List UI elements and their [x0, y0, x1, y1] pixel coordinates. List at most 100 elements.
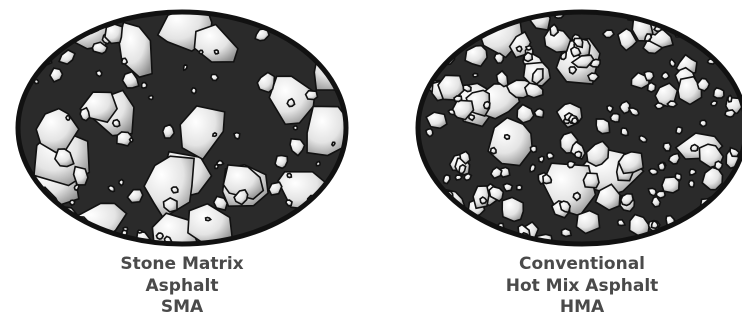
sma-stone — [316, 162, 320, 166]
hma-stone — [439, 219, 453, 237]
hma-cross-section — [412, 6, 742, 250]
hma-stone — [715, 27, 723, 32]
hma-stone — [649, 169, 658, 175]
sma-stone — [184, 65, 187, 70]
hma-stone — [531, 146, 537, 153]
sma-stone — [122, 58, 128, 64]
sma-stone — [156, 233, 163, 239]
hma-stone — [710, 210, 728, 228]
hma-stone — [503, 184, 512, 192]
hma-stone — [675, 173, 681, 180]
hma-stone — [464, 174, 471, 181]
sma-stone — [96, 70, 102, 76]
hma-stone — [426, 184, 437, 196]
sma-stone — [34, 44, 47, 60]
hma-stone — [463, 27, 469, 35]
sma-stone — [275, 156, 287, 169]
hma-stone — [596, 119, 609, 134]
hma-caption-line-2: Hot Mix Asphalt — [412, 276, 742, 298]
sma-stone — [54, 214, 61, 220]
sma-stone — [57, 39, 61, 44]
hma-stone — [729, 50, 735, 57]
hma-stone — [662, 72, 670, 79]
hma-stone — [610, 114, 619, 122]
hma-stone — [652, 221, 659, 228]
sma-stone — [191, 88, 196, 94]
sma-stone — [142, 83, 147, 89]
hma-stone — [711, 101, 717, 106]
sma-stone — [70, 200, 75, 205]
hma-caption-line-3: HMA — [412, 297, 742, 319]
sma-stone — [172, 187, 178, 193]
hma-stone — [667, 101, 677, 107]
hma-stone — [454, 96, 462, 102]
hma-stone — [539, 156, 544, 162]
sma-stone — [119, 180, 124, 186]
sma-stone — [215, 165, 219, 169]
hma-stone — [413, 7, 438, 28]
hma-stone — [461, 27, 468, 34]
sma-stone — [321, 218, 330, 224]
hma-stone — [715, 161, 723, 169]
hma-stone — [526, 46, 532, 50]
hma-caption-line-1: Conventional — [412, 254, 742, 276]
hma-stone — [644, 71, 654, 80]
hma-stone — [655, 103, 664, 109]
hma-stone — [583, 173, 599, 188]
sma-stone — [326, 37, 339, 50]
hma-stone — [561, 52, 567, 59]
hma-stone — [427, 37, 437, 47]
hma-stone — [547, 153, 554, 159]
hma-stone — [473, 73, 478, 76]
hma-stone — [729, 57, 736, 64]
sma-caption-line-2: Asphalt — [12, 276, 352, 298]
hma-stone — [425, 192, 434, 202]
sma-stone — [286, 200, 292, 206]
hma-stone — [480, 197, 487, 204]
sma-stone — [293, 126, 297, 130]
sma-stone — [213, 133, 217, 137]
hma-stone — [473, 186, 489, 208]
hma-stone — [691, 145, 698, 152]
sma-stone — [163, 125, 175, 139]
hma-stone — [663, 143, 671, 151]
sma-stone — [324, 21, 331, 26]
hma-stone — [524, 52, 532, 61]
sma-stone — [234, 133, 240, 139]
sma-stone — [287, 174, 291, 178]
hma-stone — [702, 34, 709, 45]
sma-stone — [306, 91, 318, 100]
sma-caption: Stone Matrix Asphalt SMA — [12, 254, 352, 319]
hma-stone — [732, 228, 742, 243]
hma-stone — [658, 162, 665, 170]
sma-stone — [211, 75, 219, 81]
sma-stone — [108, 186, 114, 192]
hma-stone — [448, 110, 454, 115]
hma-stone — [483, 238, 488, 244]
sma-stone — [317, 41, 329, 54]
hma-stone — [465, 14, 471, 22]
hma-caption: Conventional Hot Mix Asphalt HMA — [412, 254, 742, 319]
sma-figure: Stone Matrix Asphalt SMA — [12, 0, 352, 330]
hma-stone — [728, 96, 732, 102]
sma-stone — [199, 50, 203, 54]
hma-stone — [505, 135, 510, 140]
sma-stone — [74, 167, 88, 185]
sma-stone — [80, 108, 90, 121]
hma-stone — [621, 128, 628, 136]
hma-stone — [712, 224, 719, 229]
hma-stone — [710, 7, 734, 28]
sma-caption-line-3: SMA — [12, 297, 352, 319]
hma-stone — [676, 127, 682, 134]
hma-stone — [571, 47, 581, 57]
hma-stone — [689, 181, 695, 188]
sma-stone — [149, 96, 153, 100]
hma-stone — [603, 30, 614, 37]
hma-stone — [463, 85, 471, 92]
hma-stone — [420, 191, 437, 204]
sma-stone — [31, 56, 36, 62]
hma-stone — [572, 118, 578, 124]
hma-stone — [575, 151, 582, 158]
hma-stone — [455, 175, 462, 180]
hma-stone — [725, 110, 735, 117]
